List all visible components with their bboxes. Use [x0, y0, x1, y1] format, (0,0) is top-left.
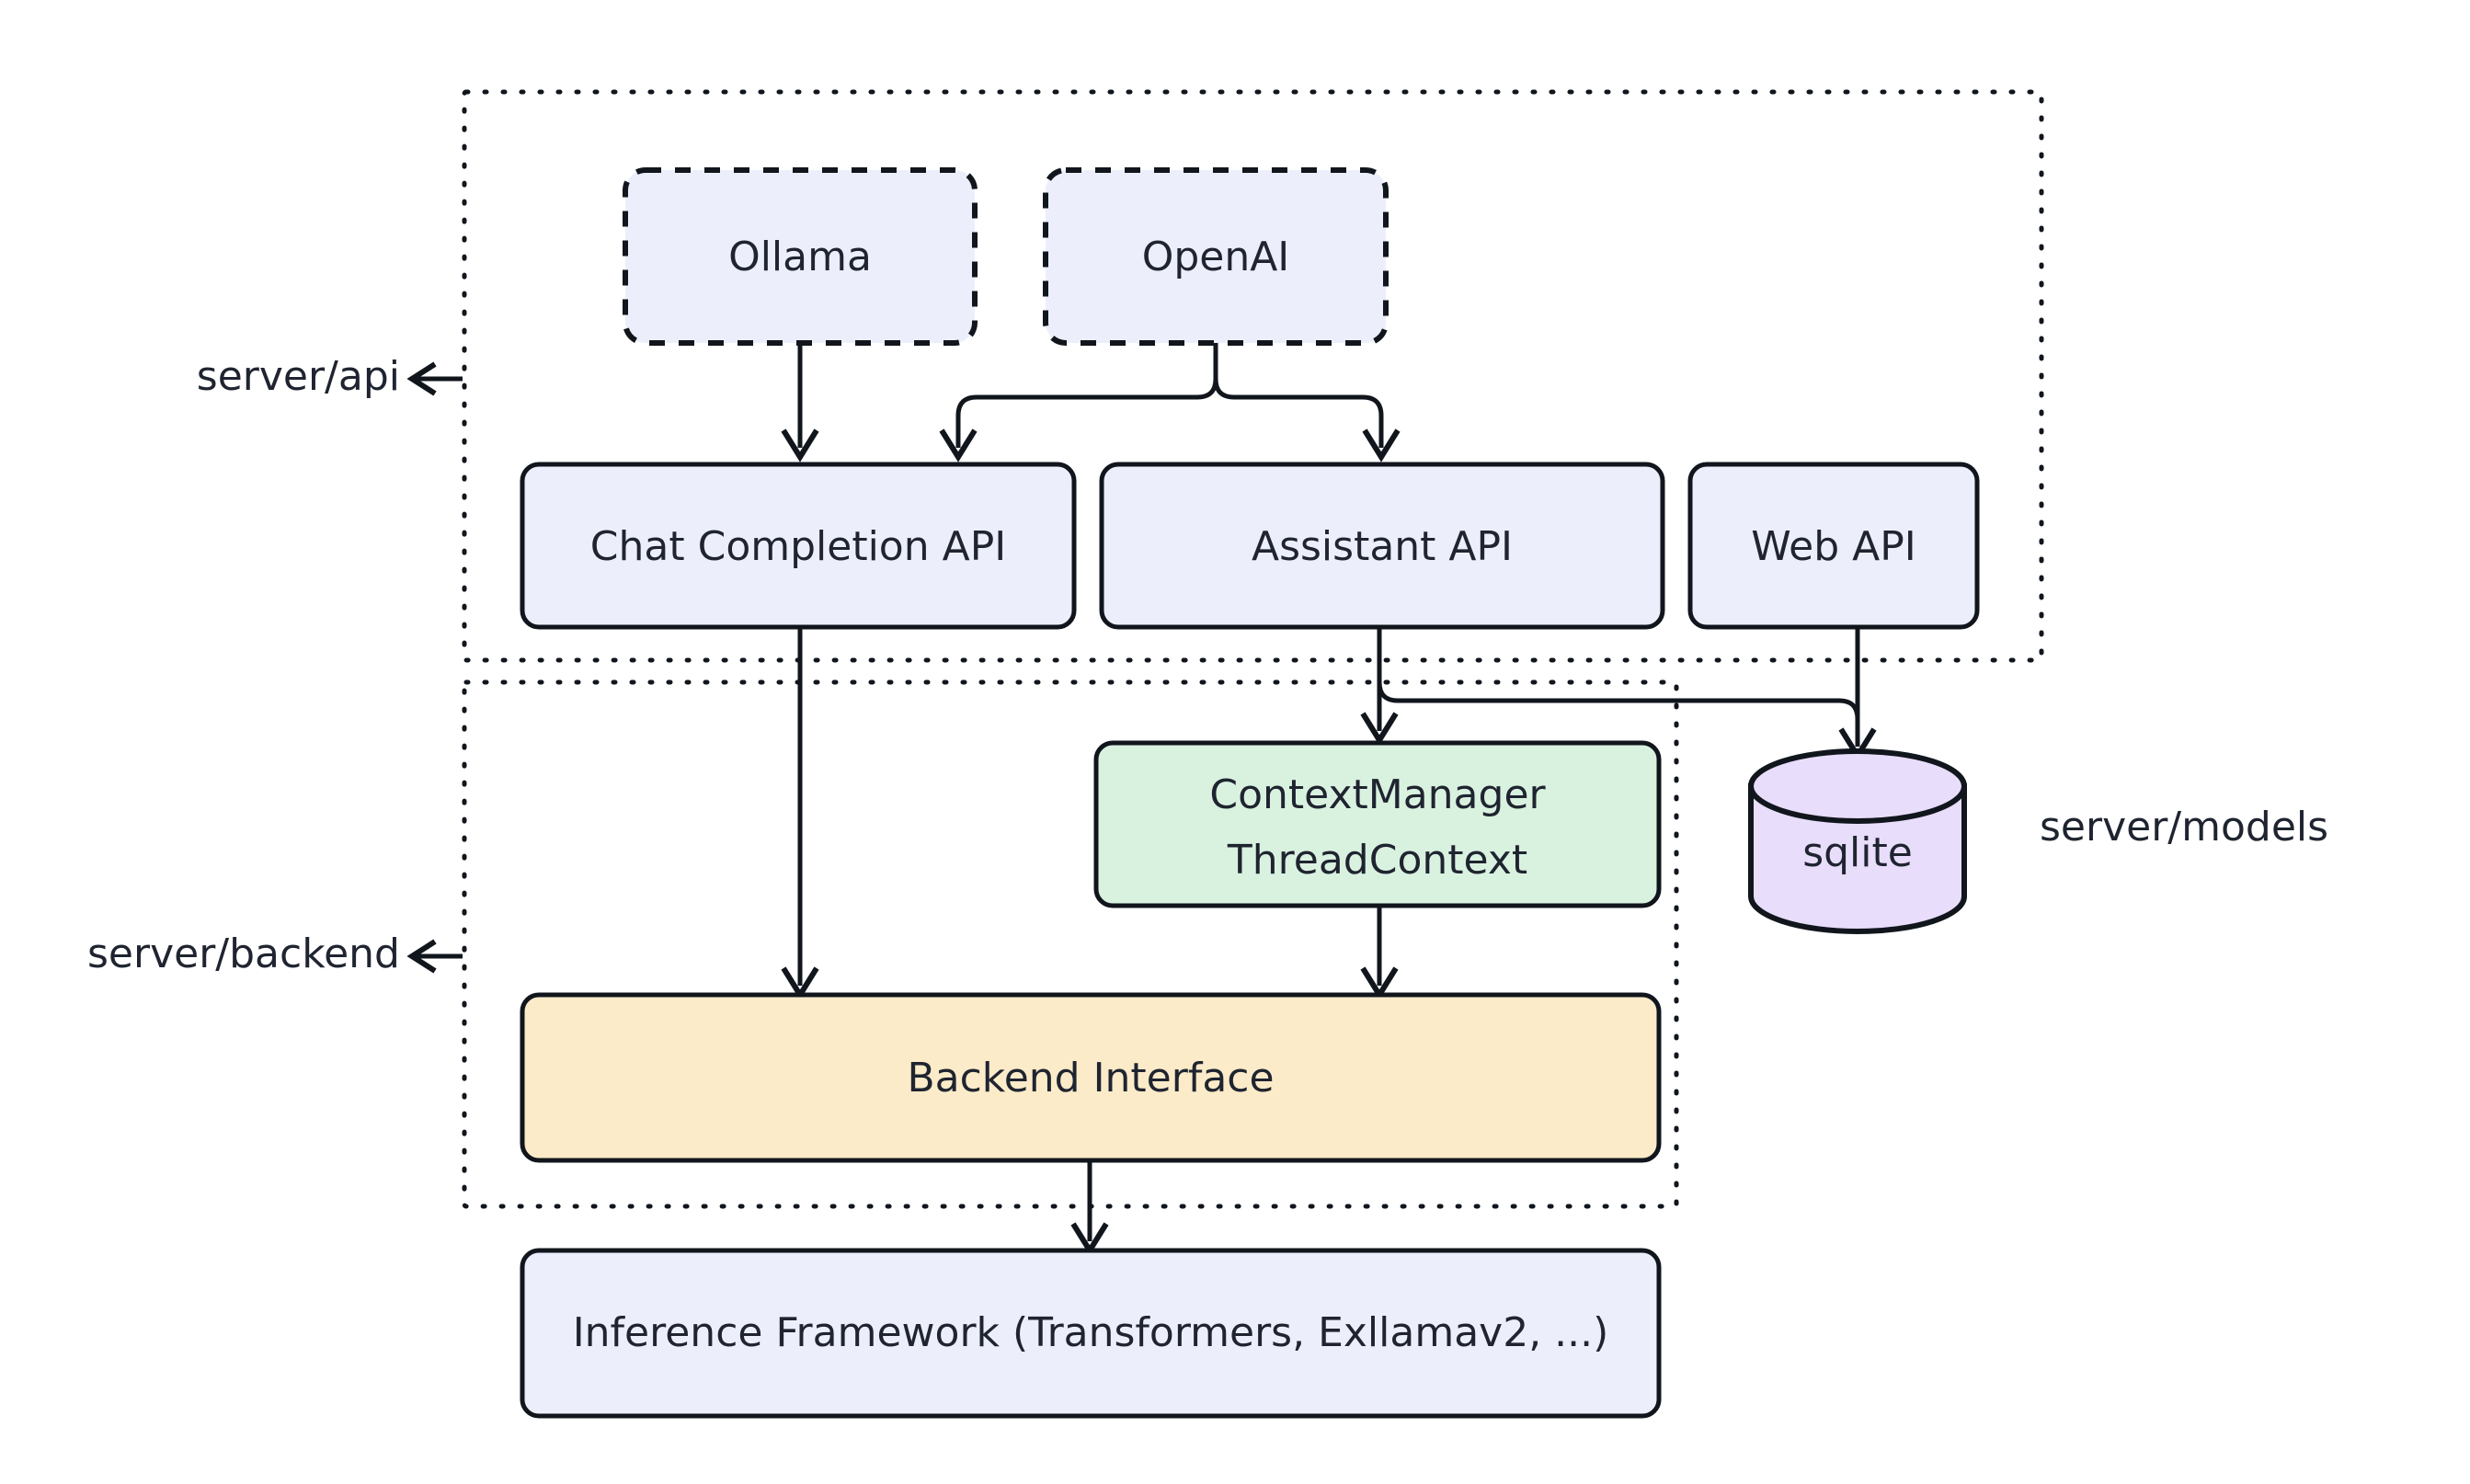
node-web-api[interactable]: Web API: [1687, 462, 1980, 630]
edge-contextmanager-to-backend-interface: [1360, 906, 1399, 1000]
node-chat-completion-api-label: Chat Completion API: [590, 523, 1006, 570]
edge-assistant-api-to-sqlite: [1377, 627, 1877, 761]
group-label-backend: server/backend: [87, 930, 463, 977]
node-inference-framework[interactable]: Inference Framework (Transformers, Exlla…: [520, 1248, 1662, 1419]
node-openai[interactable]: OpenAI: [1043, 167, 1389, 346]
group-label-models: server/models: [2040, 804, 2328, 850]
sqlite-cylinder-top: [1748, 748, 1967, 824]
node-ollama[interactable]: Ollama: [623, 167, 978, 346]
edge-ollama-to-chat-api: [781, 343, 819, 462]
node-contextmanager-label-line1: ContextManager: [1209, 771, 1546, 818]
node-contextmanager-box[interactable]: [1093, 740, 1662, 908]
node-web-api-box[interactable]: [1687, 462, 1980, 630]
node-contextmanager[interactable]: ContextManager ThreadContext: [1093, 740, 1662, 908]
node-openai-box[interactable]: [1043, 167, 1389, 346]
node-backend-interface[interactable]: Backend Interface: [520, 992, 1662, 1163]
group-label-api: server/api: [197, 353, 463, 400]
sqlite-cylinder-body[interactable]: [1748, 783, 1967, 934]
group-container-backend: [462, 679, 1679, 1209]
edge-openai-split: [939, 343, 1401, 462]
node-chat-completion-api-box[interactable]: [520, 462, 1077, 630]
group-label-api-text: server/api: [197, 353, 400, 400]
edge-backend-interface-to-inference: [1070, 1160, 1109, 1256]
node-backend-interface-box[interactable]: [520, 992, 1662, 1163]
node-assistant-api-box[interactable]: [1099, 462, 1665, 630]
node-chat-completion-api[interactable]: Chat Completion API: [520, 462, 1077, 630]
node-contextmanager-label-line2: ThreadContext: [1227, 837, 1527, 884]
node-sqlite-label: sqlite: [1802, 829, 1913, 876]
node-ollama-box[interactable]: [623, 167, 978, 346]
node-backend-interface-label: Backend Interface: [907, 1055, 1274, 1102]
node-assistant-api[interactable]: Assistant API: [1099, 462, 1665, 630]
group-container-api: [462, 89, 2044, 663]
node-assistant-api-label: Assistant API: [1252, 523, 1513, 570]
edge-chat-api-to-backend-interface: [781, 627, 819, 1000]
node-openai-label: OpenAI: [1142, 234, 1290, 280]
node-inference-framework-label: Inference Framework (Transformers, Exlla…: [573, 1309, 1609, 1356]
node-inference-framework-box[interactable]: [520, 1248, 1662, 1419]
node-web-api-label: Web API: [1751, 523, 1916, 570]
group-label-models-text: server/models: [2040, 804, 2328, 850]
node-ollama-label: Ollama: [728, 234, 872, 280]
group-label-backend-text: server/backend: [87, 930, 400, 977]
node-sqlite[interactable]: sqlite: [1748, 748, 1967, 934]
